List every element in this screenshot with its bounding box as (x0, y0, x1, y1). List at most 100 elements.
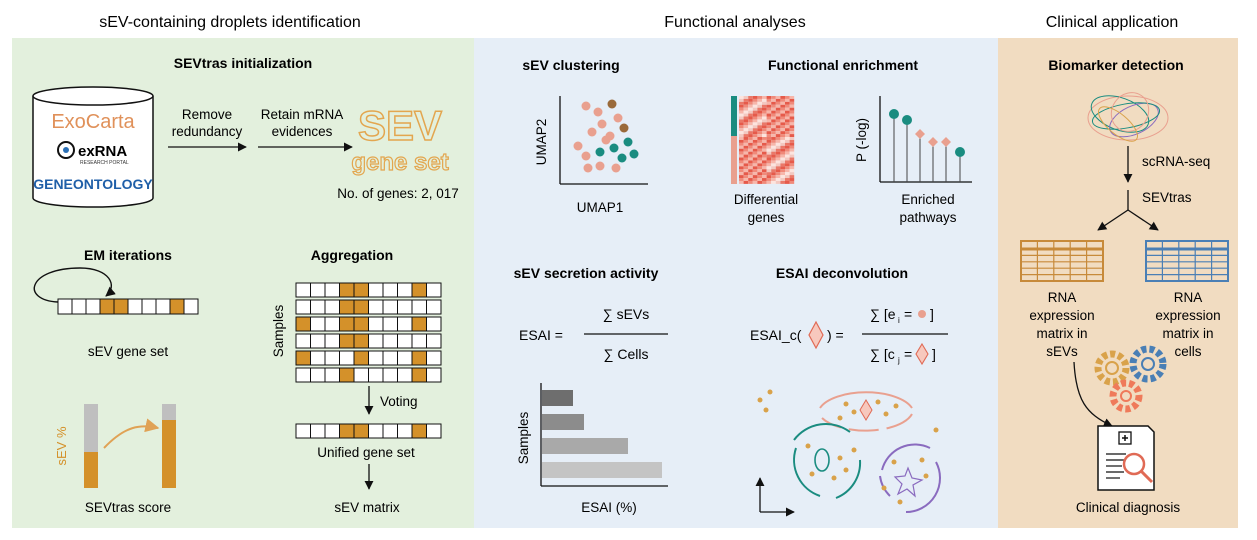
heatmap-cell (775, 178, 781, 181)
sev-dot-icon (918, 310, 926, 318)
heatmap-cell (748, 116, 753, 120)
heatmap-cell (752, 163, 758, 167)
heatmap-cell (757, 125, 762, 129)
heatmap-cell (743, 107, 749, 111)
heatmap-cell (743, 148, 749, 152)
heatmap-cell (762, 98, 767, 102)
deconv-title: ESAI deconvolution (776, 265, 908, 281)
umap-y-label: UMAP2 (534, 119, 549, 166)
gene-cell (295, 299, 311, 315)
heatmap-cell (757, 169, 762, 173)
heatmap-cell (771, 137, 776, 140)
heatmap-cell (789, 119, 795, 123)
heatmap-cell (739, 145, 744, 149)
samples-label-left: Samples (271, 304, 286, 357)
heatmap-cell (780, 125, 785, 129)
lollipop-head (915, 129, 925, 139)
gene-cell (411, 316, 427, 332)
secretion-title: sEV secretion activity (514, 265, 659, 281)
gene-cell (426, 423, 442, 439)
gene-cell (295, 367, 311, 383)
heatmap-cell (775, 139, 781, 143)
heatmap-cell (743, 119, 749, 123)
heatmap-cell (775, 131, 781, 135)
heatmap-cell (775, 154, 781, 158)
diff-label-1: Differential (734, 192, 798, 207)
heatmap-cell (748, 134, 753, 138)
em-loop-arrow (33, 267, 116, 303)
heatmap-cell (762, 128, 767, 132)
rna-sevs-line4: sEVs (1046, 344, 1078, 359)
heatmap-cell (752, 178, 758, 181)
heatmap-cell (762, 116, 767, 120)
heatmap-cell (789, 157, 795, 161)
umap-point (619, 123, 629, 133)
heatmap-cell (752, 145, 758, 149)
heatmap-cell (766, 131, 772, 135)
gene-cell (368, 367, 384, 383)
heatmap-cell (748, 175, 753, 179)
heatmap-cell (743, 104, 749, 108)
heatmap-cell (789, 116, 795, 120)
heatmap-cell (780, 113, 785, 117)
heatmap-cell (743, 145, 749, 149)
heatmap-cell (775, 113, 781, 117)
deconv-den-close: ] (932, 346, 936, 362)
heatmap-cell (785, 101, 790, 105)
heatmap-cell (757, 98, 762, 102)
heatmap-cell (762, 134, 767, 138)
heatmap-cell (743, 110, 749, 114)
heatmap-cell (789, 110, 795, 114)
matrix-label: sEV matrix (334, 500, 400, 515)
heatmap-cell (775, 96, 781, 99)
gene-cell (368, 333, 384, 349)
heatmap-cell (748, 96, 753, 99)
aggregation-grid (295, 282, 442, 383)
heatmap-cell (757, 122, 762, 126)
heatmap-cell (743, 178, 749, 181)
arrow-to-cells (1127, 209, 1159, 231)
heatmap-cell (757, 139, 762, 143)
pval-label: P (-log) (854, 118, 869, 162)
deconv-num-a: ∑ [e (870, 306, 896, 322)
heatmap-cell (785, 128, 790, 132)
heatmap-cell (785, 137, 790, 140)
heatmap-cell (785, 131, 790, 135)
heatmap-cell (771, 145, 776, 149)
heatmap-cell (748, 131, 753, 135)
rna-cells-line3: matrix in (1162, 326, 1213, 341)
heatmap-cell (766, 113, 772, 117)
heatmap-cell (771, 110, 776, 114)
rna-matrix-cells-grid (1145, 240, 1229, 282)
heatmap-cell (752, 180, 758, 184)
gene-cell (368, 423, 384, 439)
deconv-lhs: ESAI_c( (750, 327, 802, 343)
heatmap-cell (748, 113, 753, 117)
heatmap-cell (762, 154, 767, 158)
rna-cells-line1: RNA (1174, 290, 1203, 305)
gene-cell (310, 423, 326, 439)
heatmap-cell (766, 145, 772, 149)
umap-point (595, 147, 605, 157)
gene-cell (353, 299, 369, 315)
deconv-num-close: ] (930, 306, 934, 322)
heatmap-cell (739, 119, 744, 123)
heatmap-cell (780, 134, 785, 138)
step-remove-line2: redundancy (172, 124, 243, 139)
heatmap-cell (766, 119, 772, 123)
umap-point (597, 119, 607, 129)
gene-count: No. of genes: 2, 017 (337, 186, 459, 201)
unified-label: Unified gene set (317, 445, 415, 460)
heatmap-cell (739, 110, 744, 114)
heatmap-cell (752, 128, 758, 132)
heatmap-cell (785, 116, 790, 120)
gene-cell (324, 367, 340, 383)
heatmap-cell (748, 101, 753, 105)
gene-cell (324, 423, 340, 439)
gene-cell (411, 350, 427, 366)
gene-cell (382, 316, 398, 332)
heatmap-cell (743, 128, 749, 132)
gene-cell (353, 333, 369, 349)
heatmap-cell (743, 134, 749, 138)
differential-heatmap (731, 96, 795, 184)
